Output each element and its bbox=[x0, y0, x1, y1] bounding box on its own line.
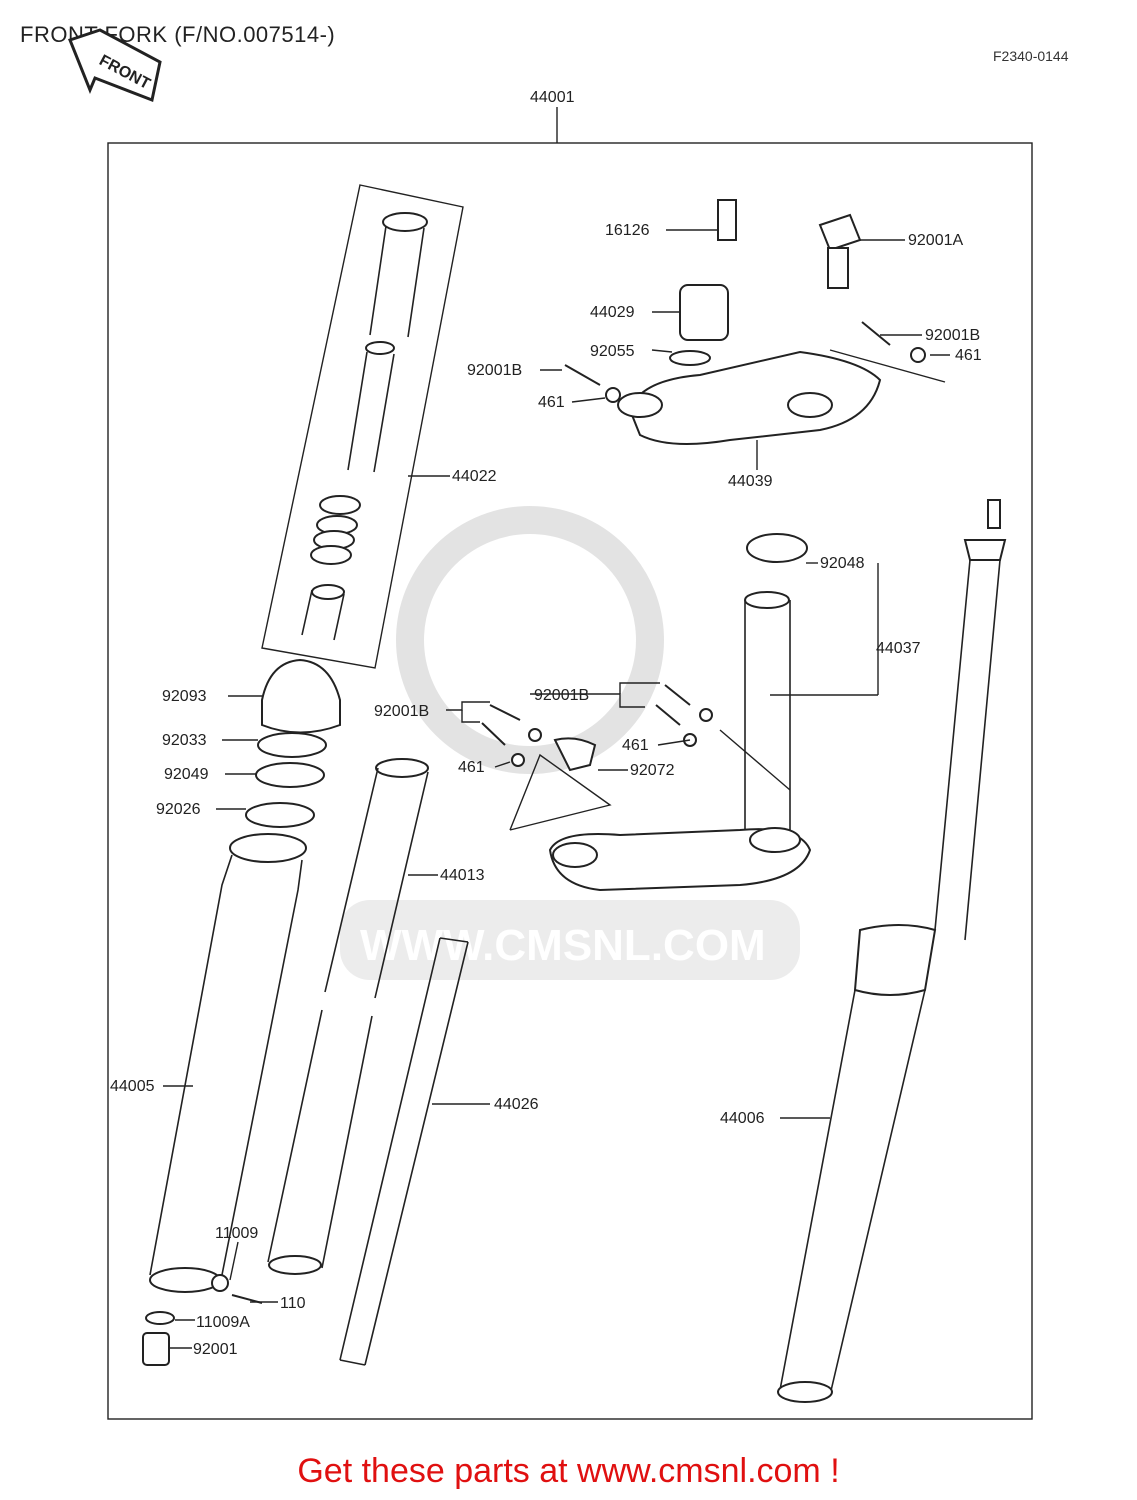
kit-frame bbox=[107, 142, 1033, 1420]
left-inner-tube bbox=[267, 758, 429, 1275]
label-44029: 44029 bbox=[590, 304, 635, 321]
label-92001B-top-left: 92001B bbox=[467, 362, 522, 379]
label-92001B-top-right: 92001B bbox=[925, 327, 980, 344]
label-92001A: 92001A bbox=[908, 232, 963, 249]
label-44026: 44026 bbox=[494, 1096, 539, 1113]
label-16126: 16126 bbox=[605, 222, 650, 239]
cmsnl-watermark-logo: WWW.CMSNL.COM bbox=[340, 506, 800, 980]
top-bracket-parts bbox=[564, 199, 946, 445]
watermark-text: WWW.CMSNL.COM bbox=[360, 921, 766, 970]
front-arrow-icon: FRONT bbox=[68, 28, 162, 103]
label-11009: 11009 bbox=[215, 1225, 258, 1242]
label-461-top-left: 461 bbox=[538, 394, 565, 411]
label-92001B-mid-right: 92001B bbox=[534, 687, 589, 704]
label-92072: 92072 bbox=[630, 762, 675, 779]
steering-stem-parts bbox=[481, 533, 812, 892]
label-92001: 92001 bbox=[193, 1341, 238, 1358]
drain-hardware bbox=[142, 1274, 263, 1366]
damper-rod bbox=[301, 212, 428, 641]
label-44022: 44022 bbox=[452, 468, 497, 485]
label-92001B-mid-left: 92001B bbox=[374, 703, 429, 720]
right-fork-assembly bbox=[777, 499, 1007, 1403]
left-outer-tube bbox=[149, 833, 307, 1293]
damper-kit-box bbox=[261, 184, 464, 669]
label-92093: 92093 bbox=[162, 688, 207, 705]
label-461-top-right: 461 bbox=[955, 347, 982, 364]
leader-lines bbox=[163, 229, 950, 1349]
label-92048: 92048 bbox=[820, 555, 865, 572]
label-110: 110 bbox=[280, 1295, 306, 1312]
label-44039: 44039 bbox=[728, 473, 773, 490]
label-92033: 92033 bbox=[162, 732, 207, 749]
label-92026: 92026 bbox=[156, 801, 201, 818]
label-11009A: 11009A bbox=[196, 1314, 250, 1331]
diagram-code: F2340-0144 bbox=[993, 48, 1069, 64]
label-92049: 92049 bbox=[164, 766, 209, 783]
footer-link-text[interactable]: Get these parts at www.cmsnl.com ! bbox=[297, 1452, 840, 1490]
label-461-mid-left: 461 bbox=[458, 759, 485, 776]
fork-seals bbox=[245, 658, 341, 828]
label-461-mid-right: 461 bbox=[622, 737, 649, 754]
fork-spring bbox=[339, 937, 469, 1366]
label-44006: 44006 bbox=[720, 1110, 765, 1127]
label-44005: 44005 bbox=[110, 1078, 155, 1095]
label-44037: 44037 bbox=[876, 640, 921, 657]
label-44013: 44013 bbox=[440, 867, 485, 884]
label-92055: 92055 bbox=[590, 343, 635, 360]
label-44001: 44001 bbox=[530, 89, 575, 106]
